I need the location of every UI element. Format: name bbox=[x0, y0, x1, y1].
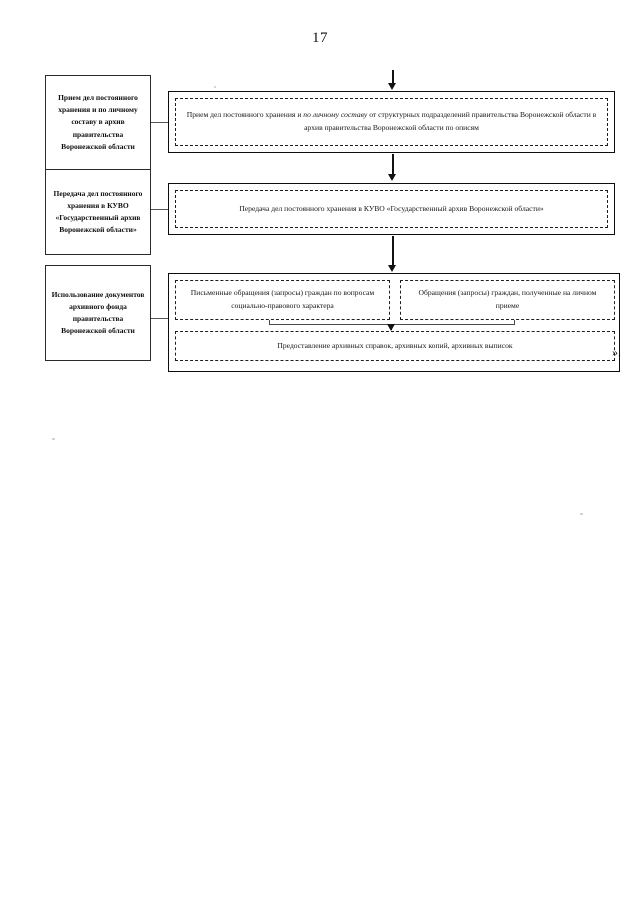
trailing-quotation-mark: ». bbox=[612, 345, 621, 359]
stage-label-column: Прием дел постоянного хранения и по личн… bbox=[45, 75, 151, 361]
inner-box-written-requests: Письменные обращения (запросы) граждан п… bbox=[175, 280, 390, 320]
intake-text-before: Прием дел постоянного хранения и bbox=[186, 110, 304, 120]
arrow-line-intake-to-transfer bbox=[392, 154, 394, 175]
stage-label-transfer: Передача дел постоянного хранения в КУВО… bbox=[45, 170, 151, 255]
merge-stub-right bbox=[514, 320, 516, 325]
arrow-line-transfer-to-usage bbox=[392, 236, 394, 266]
arrow-head-transfer-to-usage bbox=[387, 265, 396, 272]
stage-label-intake: Прием дел постоянного хранения и по личн… bbox=[45, 75, 151, 170]
page-number: 17 bbox=[312, 30, 328, 46]
inner-box-provision: Предоставление архивных справок, архивны… bbox=[175, 331, 615, 361]
scan-speck bbox=[580, 513, 583, 515]
usage-request-row: Письменные обращения (запросы) граждан п… bbox=[175, 280, 615, 320]
stage-box-usage: Письменные обращения (запросы) граждан п… bbox=[168, 273, 620, 372]
intake-text-italic: по личному составу bbox=[303, 110, 368, 120]
arrow-head-intake-to-transfer bbox=[387, 174, 396, 181]
inner-box-intake: Прием дел постоянного хранения и по личн… bbox=[175, 98, 608, 146]
usage-provision-row: Предоставление архивных справок, архивны… bbox=[175, 331, 615, 361]
stage-box-transfer: Передача дел постоянного хранения в КУВО… bbox=[168, 183, 615, 235]
scan-speck bbox=[214, 86, 216, 88]
flowchart-diagram: Прием дел постоянного хранения и по личн… bbox=[40, 70, 620, 380]
arrow-head-into-intake bbox=[387, 83, 396, 90]
scan-speck bbox=[52, 438, 55, 440]
connector-label-intake-to-stage bbox=[151, 122, 168, 124]
arrow-line-into-intake bbox=[392, 70, 394, 84]
connector-label-transfer-to-stage bbox=[151, 209, 168, 211]
stage-label-usage: Использование документов архивного фонда… bbox=[45, 265, 151, 361]
stage-box-intake: Прием дел постоянного хранения и по личн… bbox=[168, 91, 615, 153]
merge-stub-left bbox=[269, 320, 271, 325]
connector-label-usage-to-stage bbox=[151, 318, 168, 320]
arrow-head-to-provision bbox=[386, 324, 395, 331]
inner-box-personal-requests: Обращения (запросы) граждан, полученные … bbox=[400, 280, 615, 320]
intake-text-after: от структурных подразделений правительст… bbox=[304, 110, 597, 132]
inner-box-transfer: Передача дел постоянного хранения в КУВО… bbox=[175, 190, 608, 228]
